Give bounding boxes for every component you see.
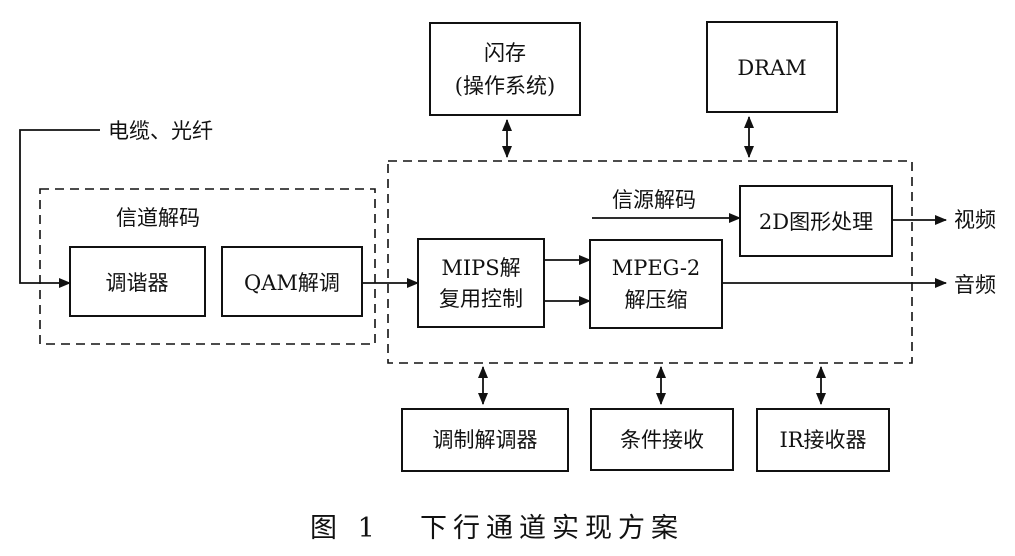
figure-number: 图 1 [310,513,381,544]
modem-label: 调制解调器 [433,428,538,452]
modem-block: 调制解调器 [401,408,569,472]
audio-label: 音频 [954,273,996,297]
video-label: 视频 [954,208,996,232]
source-decoding-region [387,160,913,364]
ir-receiver-block: IR接收器 [756,408,890,472]
cable-fiber-label: 电缆、光纤 [108,119,213,143]
flash-block: 闪存 (操作系统) [429,22,581,116]
qam-label: QAM解调 [244,271,340,295]
graphics-2d-block: 2D图形处理 [739,185,893,257]
flash-os-label: (操作系统) [455,74,555,98]
qam-block: QAM解调 [221,246,363,317]
channel-decoding-region [39,188,376,345]
conditional-access-block: 条件接收 [590,408,734,471]
dram-block: DRAM [706,21,838,113]
cable-input-arrow [19,129,100,288]
mpeg2-label: MPEG-2 [612,256,701,280]
tuner-block: 调谐器 [69,246,206,317]
mpeg2-block: MPEG-2 解压缩 [589,239,723,329]
tuner-label: 调谐器 [106,271,169,295]
conditional-access-label: 条件接收 [620,428,704,452]
mips-demux-block: MIPS解 复用控制 [417,238,545,328]
figure-title: 下行通道实现方案 [420,513,684,544]
ir-receiver-label: IR接收器 [779,428,866,452]
dram-label: DRAM [737,56,806,80]
decompress-label: 解压缩 [625,288,688,312]
mips-label: MIPS解 [441,256,520,280]
source-decoding-label: 信源解码 [612,188,696,212]
graphics-2d-label: 2D图形处理 [759,210,873,234]
flash-label: 闪存 [484,41,526,65]
demux-control-label: 复用控制 [439,287,523,311]
channel-decoding-label: 信道解码 [116,206,200,230]
